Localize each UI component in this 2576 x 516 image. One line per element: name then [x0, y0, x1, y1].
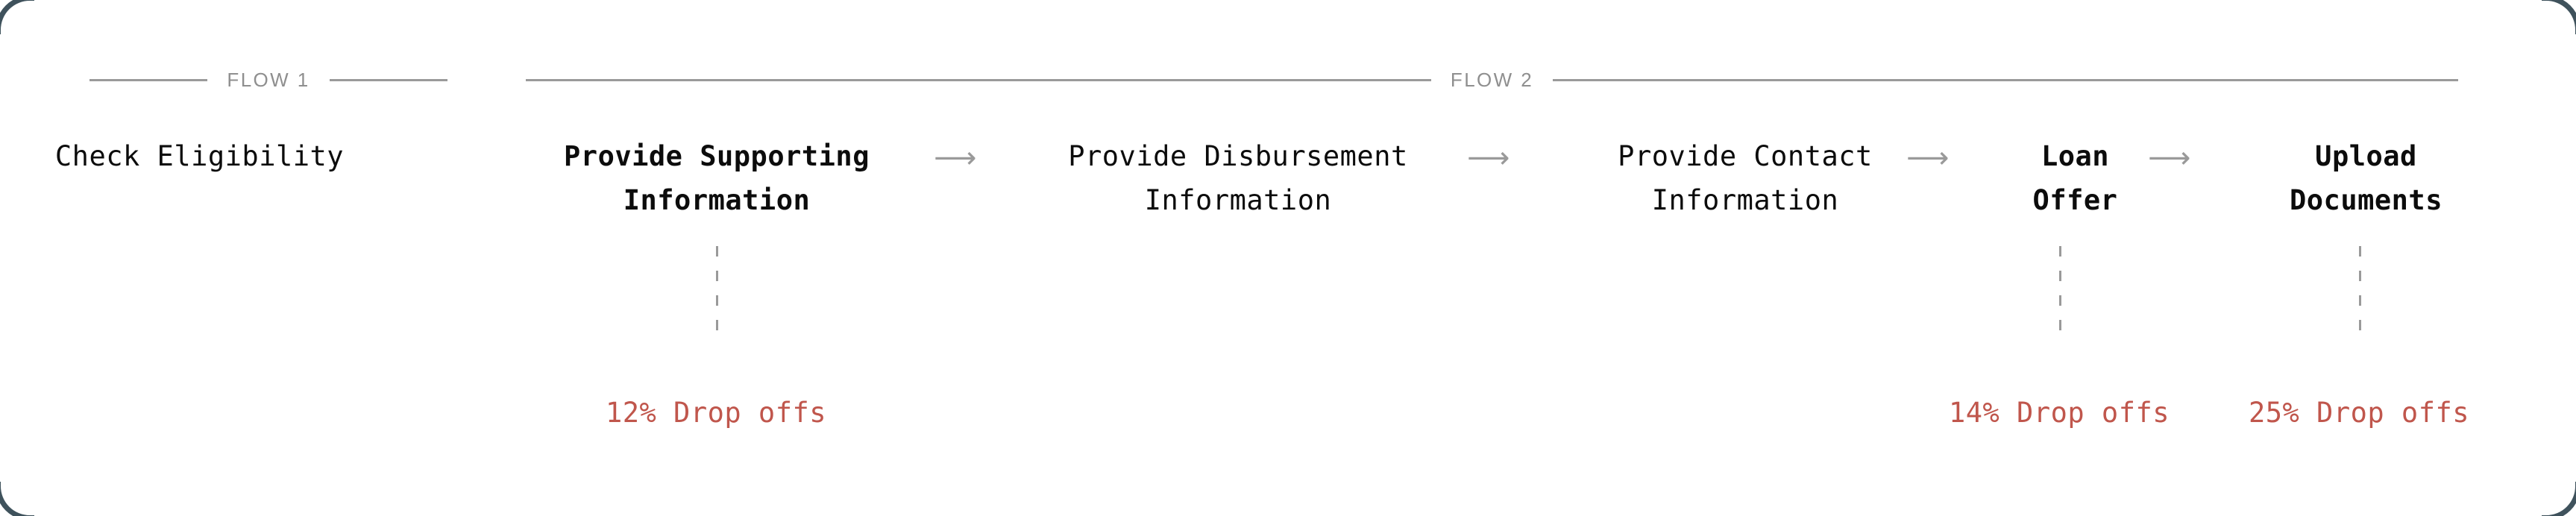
dropoff-connector-supporting — [716, 246, 718, 331]
flow-header-flow-1: FLOW 1 — [89, 68, 448, 91]
card-edge-mask-right — [2575, 34, 2576, 482]
dropoff-label-loan-offer: 14% Drop offs — [1948, 397, 2170, 429]
step-provide-disbursement-information[interactable]: Provide Disbursement Information — [1029, 134, 1447, 222]
step-label-line1: Loan — [2041, 140, 2110, 172]
step-label-line1: Provide Contact — [1618, 140, 1873, 172]
step-label-line1: Upload — [2315, 140, 2417, 172]
step-label-line1: Provide Supporting — [564, 140, 870, 172]
dropoff-connector-loan-offer — [2059, 246, 2061, 331]
arrow-right-icon: ⟶ — [1467, 141, 1510, 175]
flow-rule-left — [526, 78, 1431, 81]
step-label-line2: Documents — [2290, 184, 2443, 216]
step-label-line1: Provide Disbursement — [1068, 140, 1408, 172]
arrow-right-icon: ⟶ — [1906, 141, 1950, 175]
step-label-line2: Information — [623, 184, 811, 216]
step-label-line1: Check Eligibility — [54, 140, 345, 172]
flow-rule-right — [1553, 78, 2459, 81]
steps-row: Check Eligibility Provide Supporting Inf… — [0, 134, 2576, 231]
step-label-line2: Offer — [2032, 184, 2118, 216]
dropoff-connector-upload — [2359, 246, 2361, 331]
flow-header-flow-2: FLOW 2 — [526, 68, 2459, 91]
step-check-eligibility[interactable]: Check Eligibility — [41, 134, 358, 178]
step-label-line2: Information — [1651, 184, 1839, 216]
step-upload-documents[interactable]: Upload Documents — [2260, 134, 2472, 222]
step-label-line2: Information — [1144, 184, 1332, 216]
dropoff-label-upload: 25% Drop offs — [2248, 397, 2470, 429]
flow-rule-left — [89, 78, 208, 81]
step-provide-supporting-information[interactable]: Provide Supporting Information — [526, 134, 908, 222]
flow-label-flow-1: FLOW 1 — [227, 68, 310, 91]
flow-rule-right — [329, 78, 448, 81]
arrow-right-icon: ⟶ — [934, 141, 977, 175]
step-provide-contact-information[interactable]: Provide Contact Information — [1565, 134, 1926, 222]
flow-label-flow-2: FLOW 2 — [1450, 68, 1534, 91]
dropoff-label-supporting: 12% Drop offs — [605, 397, 827, 429]
card-edge-mask-top — [34, 0, 2542, 1]
card-edge-mask-bottom — [34, 515, 2542, 516]
step-loan-offer[interactable]: Loan Offer — [2006, 134, 2144, 222]
arrow-right-icon: ⟶ — [2148, 141, 2191, 175]
card-edge-mask-left — [0, 34, 1, 482]
